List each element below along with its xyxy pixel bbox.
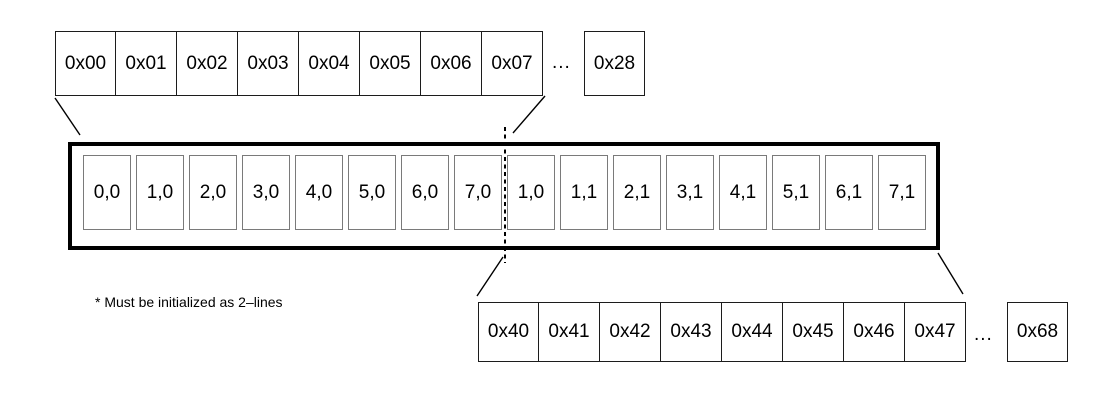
position-cell-15: 7,1 [878,155,926,230]
position-cell-4: 4,0 [295,155,343,230]
top-address-cell-1: 0x01 [116,31,177,96]
connector-bottom-right-line [937,252,964,295]
position-cell-6: 6,0 [401,155,449,230]
footnote: * Must be initialized as 2–lines [95,294,283,310]
top-address-cell-3: 0x03 [238,31,299,96]
position-cell-0: 0,0 [83,155,131,230]
top-address-row: 0x00 0x01 0x02 0x03 0x04 0x05 0x06 0x07 [55,31,543,96]
bottom-address-cell-last: 0x68 [1007,302,1068,362]
bottom-address-cell-1: 0x41 [539,302,600,362]
top-address-cell-4: 0x04 [299,31,360,96]
connector-top-left-line [54,97,81,136]
bottom-address-cell-0: 0x40 [478,302,539,362]
position-cell-13: 5,1 [772,155,820,230]
top-address-cell-last: 0x28 [584,31,645,96]
bottom-address-cell-3: 0x43 [661,302,722,362]
position-cell-12: 4,1 [719,155,767,230]
position-cell-8: 1,0 [507,155,555,230]
position-cell-11: 3,1 [666,155,714,230]
top-address-cell-7: 0x07 [482,31,543,96]
position-cell-2: 2,0 [189,155,237,230]
position-cell-3: 3,0 [242,155,290,230]
bottom-address-cell-6: 0x46 [844,302,905,362]
connector-top-right-line [512,95,546,134]
bottom-address-cell-4: 0x44 [722,302,783,362]
top-address-cell-5: 0x05 [360,31,421,96]
display-memory-box: 0,0 1,0 2,0 3,0 4,0 5,0 6,0 7,0 1,0 1,1 … [68,142,940,250]
position-cell-5: 5,0 [348,155,396,230]
connector-bottom-left-line [476,256,504,297]
top-address-cell-6: 0x06 [421,31,482,96]
bottom-address-row: 0x40 0x41 0x42 0x43 0x44 0x45 0x46 0x47 [478,302,966,362]
bottom-address-cell-5: 0x45 [783,302,844,362]
line-split-dashed-line [504,127,506,263]
position-cell-1: 1,0 [136,155,184,230]
bottom-address-cell-7: 0x47 [905,302,966,362]
position-cell-10: 2,1 [613,155,661,230]
position-cells: 0,0 1,0 2,0 3,0 4,0 5,0 6,0 7,0 1,0 1,1 … [83,155,926,230]
top-address-cell-0: 0x00 [55,31,116,96]
top-row-ellipsis: ... [552,52,571,73]
position-cell-7: 7,0 [454,155,502,230]
bottom-address-cell-2: 0x42 [600,302,661,362]
position-cell-9: 1,1 [560,155,608,230]
position-cell-14: 6,1 [825,155,873,230]
top-address-cell-2: 0x02 [177,31,238,96]
bottom-row-ellipsis: ... [974,324,993,345]
